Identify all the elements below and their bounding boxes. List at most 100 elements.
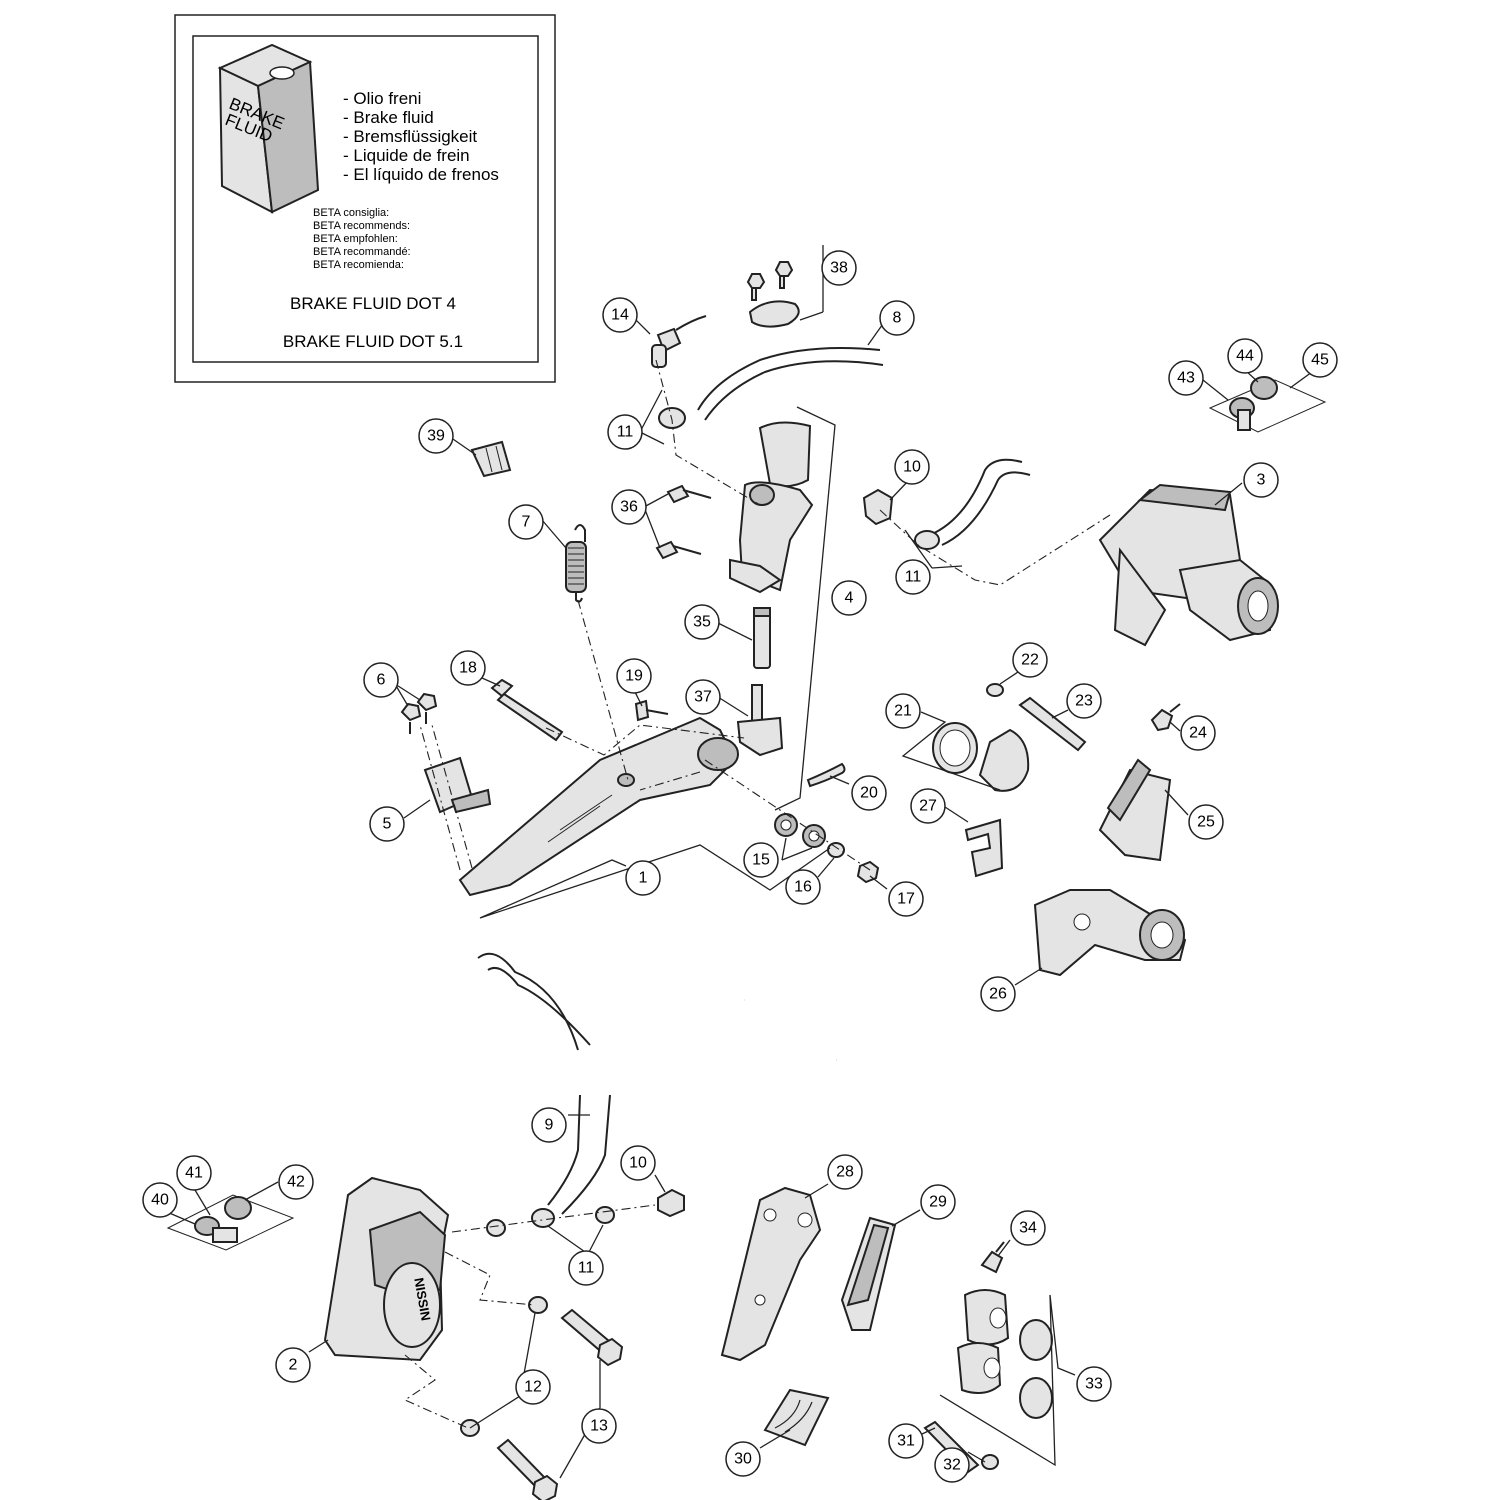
push-rod-35 [753,607,771,669]
svg-text:29: 29 [929,1194,947,1211]
callout-14: 14 [602,297,638,333]
bleeder-24 [1150,703,1181,732]
spring-plate-27 [964,818,1004,878]
svg-text:44: 44 [1236,348,1254,365]
svg-text:3: 3 [1257,472,1266,489]
brake-fluid-can-icon: BRAKE FLUID [217,43,320,214]
callout-12: 12 [515,1369,551,1405]
callout-6: 6 [363,662,399,698]
callout-19: 19 [616,658,652,694]
callout-39: 39 [418,418,454,454]
svg-text:9: 9 [545,1117,554,1134]
svg-text:23: 23 [1075,693,1093,710]
callout-42: 42 [278,1164,314,1200]
svg-text:11: 11 [578,1260,595,1277]
screws-36 [655,484,712,560]
svg-text:12: 12 [524,1379,542,1396]
svg-text:2: 2 [289,1357,298,1374]
svg-text:24: 24 [1189,725,1207,742]
svg-text:38: 38 [830,260,848,277]
svg-text:30: 30 [734,1451,752,1468]
pistons-33 [956,1289,1053,1419]
callout-8: 8 [879,300,915,336]
spec-dot51: BRAKE FLUID DOT 5.1 [283,332,463,351]
svg-text:32: 32 [943,1457,961,1474]
callout-41: 41 [176,1155,212,1191]
callout-7: 7 [508,504,544,540]
pin-19 [634,699,669,722]
svg-text:39: 39 [427,428,445,445]
bolts-13 [496,1308,624,1500]
callout-44: 44 [1227,338,1263,374]
callout-22: 22 [1012,642,1048,678]
callout-23: 23 [1066,683,1102,719]
callout-2: 2 [275,1347,311,1383]
clevis-37 [736,684,784,757]
svg-text:5: 5 [383,816,392,833]
callout-20: 20 [851,775,887,811]
callout-11-a: 11 [607,414,643,450]
rear-caliper-hose [914,458,1031,550]
callout-11-b: 11 [895,559,931,595]
svg-text:25: 25 [1197,814,1215,831]
nut-17 [856,860,880,884]
svg-text:11: 11 [617,424,634,441]
fluid-name-de: - Bremsflüssigkeit [343,127,477,146]
callout-4: 4 [831,580,867,616]
svg-text:15: 15 [752,852,770,869]
callout-35: 35 [684,604,720,640]
callout-10-rear: 10 [894,449,930,485]
callout-27: 27 [910,788,946,824]
callout-10-front: 10 [620,1145,656,1181]
recommends-fr: BETA recommandé: [313,246,411,258]
callout-16: 16 [785,869,821,905]
recommends-de: BETA empfohlen: [313,233,398,245]
bleeder-34 [980,1241,1005,1274]
callout-30: 30 [725,1441,761,1477]
pedal-tip-5 [423,756,492,814]
bolts-6 [400,692,438,734]
recommends-es: BETA recomienda: [313,259,404,271]
callout-31: 31 [888,1423,924,1459]
cotter-pin-20 [806,762,846,788]
callout-34: 34 [1010,1210,1046,1246]
svg-text:22: 22 [1021,652,1039,669]
washers-11-front [486,1206,615,1237]
banjo-fitting-14 [651,315,707,368]
callout-25: 25 [1188,804,1224,840]
callout-9: 9 [531,1107,567,1143]
callout-37: 37 [685,679,721,715]
svg-text:40: 40 [151,1192,169,1209]
svg-text:19: 19 [625,668,643,685]
spec-dot4: BRAKE FLUID DOT 4 [290,294,456,313]
callout-3: 3 [1243,462,1279,498]
callout-18: 18 [450,650,486,686]
fluid-name-en: - Brake fluid [343,108,434,127]
caliper-bracket-26 [1033,889,1187,977]
callout-32: 32 [934,1447,970,1483]
svg-text:42: 42 [287,1174,305,1191]
callout-24: 24 [1180,715,1216,751]
bleeder-group-40-42 [166,1194,295,1251]
svg-text:27: 27 [919,798,937,815]
recommends-it: BETA consiglia: [313,207,389,219]
svg-text:4: 4 [845,590,854,607]
hose-end-lower [477,952,591,1051]
svg-text:20: 20 [860,785,878,802]
callout-17: 17 [888,881,924,917]
svg-text:45: 45 [1311,352,1329,369]
reservoir-cover-38 [746,245,824,328]
callout-40: 40 [142,1182,178,1218]
svg-text:18: 18 [459,660,477,677]
svg-text:11: 11 [905,569,922,586]
svg-text:14: 14 [611,307,629,324]
svg-text:16: 16 [794,879,812,896]
callout-33: 33 [1076,1366,1112,1402]
brake-hose-9 [531,1094,611,1228]
fluid-name-es: - El líquido de frenos [343,165,499,184]
svg-text:36: 36 [620,499,638,516]
caliper-bracket-28 [720,1186,822,1362]
callout-29: 29 [920,1184,956,1220]
svg-text:10: 10 [903,459,921,476]
